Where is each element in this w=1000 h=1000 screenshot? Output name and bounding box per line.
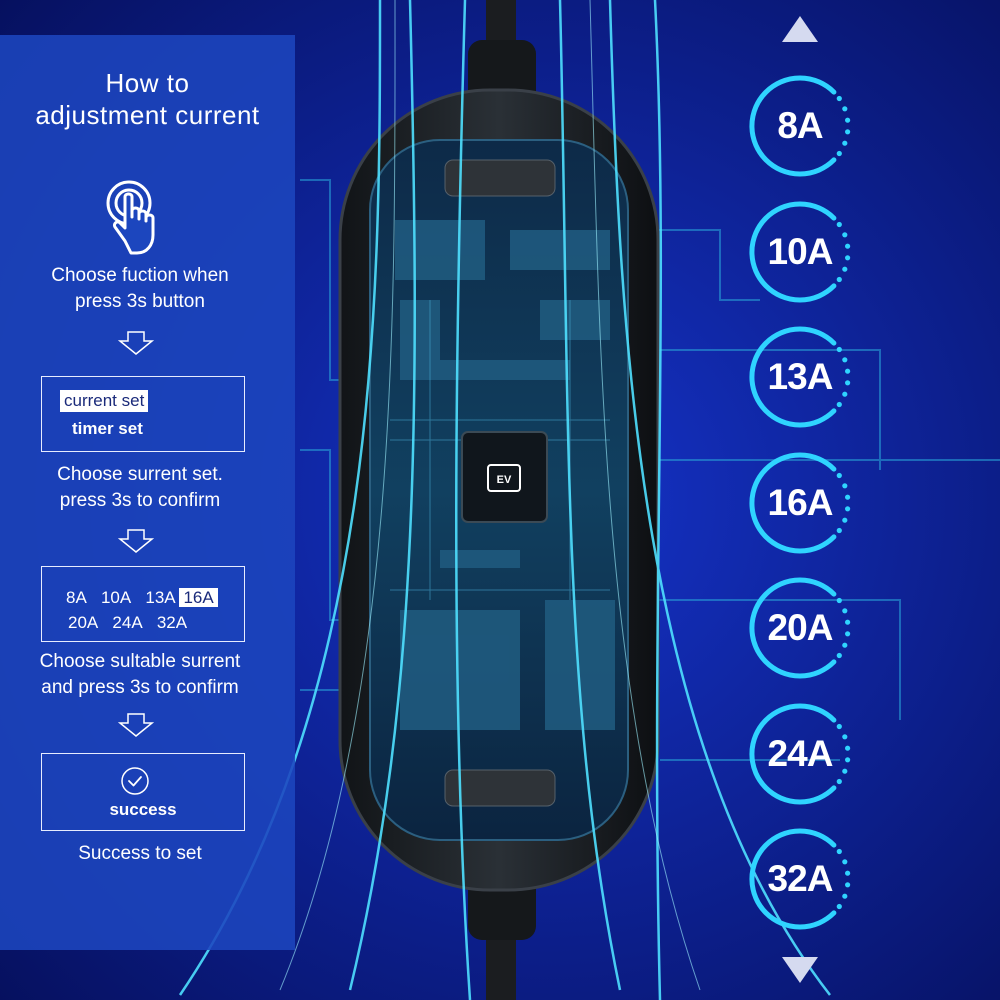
ring-icon <box>749 452 851 553</box>
option-20a[interactable]: 20A <box>68 613 99 632</box>
ring-icon <box>749 75 851 177</box>
current-level-label: 32A <box>767 858 834 899</box>
current-level-32a[interactable]: 32A <box>748 827 852 931</box>
ring-icon <box>749 326 851 428</box>
current-level-13a[interactable]: 13A <box>748 325 852 429</box>
ring-icon <box>749 828 851 930</box>
instruction-panel: How to adjustment current Choose fuction… <box>0 35 295 950</box>
current-level-label: 24A <box>767 732 834 774</box>
current-options-row2: 20A 24A 32A <box>68 612 187 634</box>
panel-title-line1: How to <box>105 68 190 98</box>
step3-line1: Choose sultable surrent <box>39 651 241 672</box>
step1-line2: press 3s button <box>75 291 205 312</box>
option-24a[interactable]: 24A <box>112 613 143 632</box>
current-level-label: 13A <box>767 356 834 397</box>
function-menu-box: current set timer set <box>41 376 245 452</box>
ring-icon <box>749 201 851 302</box>
current-level-label: 20A <box>767 607 834 648</box>
current-options-box: 8A 10A 13A 16A 20A 24A 32A <box>41 566 245 642</box>
current-level-10a[interactable]: 10A <box>748 200 852 304</box>
step1-caption: Choose fuction when press 3s button <box>0 263 280 315</box>
current-options-row1: 8A 10A 13A 16A <box>66 587 218 609</box>
ring-icon <box>749 703 851 804</box>
ring-icon <box>749 577 851 679</box>
down-arrow-icon <box>118 331 154 355</box>
current-level-20a[interactable]: 20A <box>748 576 852 680</box>
current-level-label: 16A <box>767 481 834 523</box>
step4-caption: Success to set <box>78 843 202 864</box>
menu-item-timer-set[interactable]: timer set <box>72 419 143 438</box>
option-8a[interactable]: 8A <box>66 588 87 607</box>
option-10a[interactable]: 10A <box>100 588 132 607</box>
svg-text:EV: EV <box>497 474 512 486</box>
down-arrow-icon <box>118 713 154 737</box>
success-label: success <box>109 800 177 819</box>
success-box: success <box>41 753 245 831</box>
triangle-down-icon[interactable] <box>780 955 820 985</box>
current-level-label: 8A <box>777 105 823 146</box>
step2-caption: Choose surrent set. press 3s to confirm <box>0 462 280 514</box>
panel-title-line2: adjustment current <box>35 100 260 130</box>
option-13a[interactable]: 13A <box>145 588 175 607</box>
down-arrow-icon <box>118 529 154 553</box>
menu-item-current-set[interactable]: current set <box>60 390 149 412</box>
option-16a-selected[interactable]: 16A <box>179 588 218 607</box>
step1-line1: Choose fuction when <box>51 265 229 286</box>
check-circle-icon <box>121 767 149 795</box>
current-level-8a[interactable]: 8A <box>748 74 852 178</box>
option-32a[interactable]: 32A <box>156 613 188 632</box>
step2-line1: Choose surrent set. <box>57 464 223 485</box>
step3-caption: Choose sultable surrent and press 3s to … <box>0 649 280 701</box>
step3-line2: and press 3s to confirm <box>41 677 239 698</box>
panel-title: How to adjustment current <box>0 67 295 131</box>
touch-hand-icon <box>106 180 155 255</box>
triangle-up-icon[interactable] <box>780 14 820 44</box>
current-level-label: 10A <box>767 230 834 272</box>
current-level-16a[interactable]: 16A <box>748 451 852 555</box>
current-level-24a[interactable]: 24A <box>748 702 852 806</box>
step2-line2: press 3s to confirm <box>59 490 221 511</box>
